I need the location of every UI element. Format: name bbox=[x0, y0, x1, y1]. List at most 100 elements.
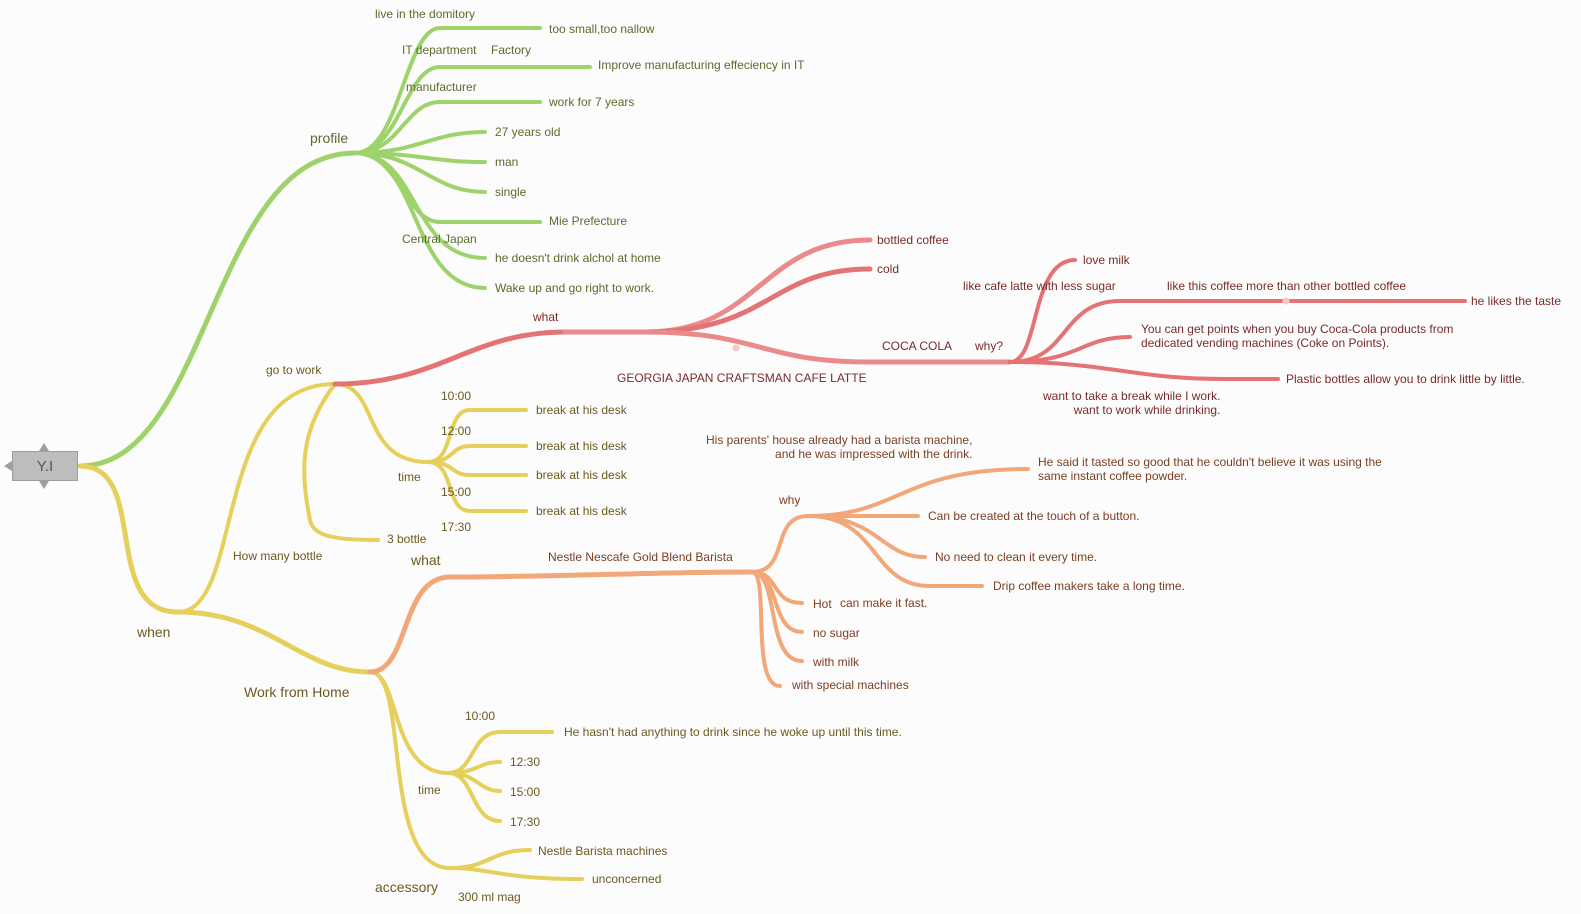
node-time-1730[interactable]: 17:30 bbox=[441, 520, 472, 534]
link-cold bbox=[562, 266, 873, 335]
orange-branch-links bbox=[367, 467, 1030, 688]
node-what-home[interactable]: what bbox=[411, 552, 441, 568]
node-why-work[interactable]: why? bbox=[975, 339, 1004, 353]
link-root-profile bbox=[77, 150, 358, 469]
node-too-small[interactable]: too small,too nallow bbox=[549, 22, 655, 36]
node-tasted[interactable]: He said it tasted so good that he couldn… bbox=[1038, 455, 1382, 483]
node-break-while[interactable]: want to take a break while I work. want … bbox=[1043, 389, 1221, 417]
node-parents[interactable]: His parents' house already had a barista… bbox=[706, 433, 973, 461]
node-break-4[interactable]: break at his desk bbox=[536, 504, 627, 518]
link-plastic bbox=[1008, 360, 1280, 381]
node-points[interactable]: You can get points when you buy Coca-Col… bbox=[1141, 322, 1454, 350]
node-no-clean[interactable]: No need to clean it every time. bbox=[935, 550, 1098, 564]
link-how-many bbox=[302, 382, 380, 542]
link-status bbox=[353, 151, 487, 194]
root-arrow-down bbox=[39, 481, 49, 489]
node-work-from-home[interactable]: Work from Home bbox=[244, 684, 350, 700]
node-central-japan[interactable]: Central Japan bbox=[402, 232, 477, 246]
node-like-latte[interactable]: like cafe latte with less sugar bbox=[963, 279, 1116, 293]
node-plastic[interactable]: Plastic bottles allow you to drink littl… bbox=[1286, 372, 1525, 386]
node-time-1200[interactable]: 12:00 bbox=[441, 424, 472, 438]
link-wake-up bbox=[353, 151, 487, 290]
node-manufacturer[interactable]: manufacturer bbox=[406, 80, 477, 94]
node-wfh-time[interactable]: time bbox=[418, 783, 441, 797]
node-when[interactable]: when bbox=[137, 624, 171, 640]
green-branch-links bbox=[77, 26, 592, 469]
link-like-latte bbox=[1008, 299, 1467, 364]
node-improve[interactable]: Improve manufacturing effeciency in IT bbox=[598, 58, 805, 72]
link-love-milk bbox=[1008, 258, 1077, 364]
node-how-many[interactable]: How many bottle bbox=[233, 549, 323, 563]
yellow-branch-links bbox=[77, 382, 584, 881]
node-likes-taste[interactable]: he likes the taste bbox=[1471, 294, 1562, 308]
link-no-clean bbox=[806, 514, 927, 559]
node-machines[interactable]: Nestle Barista machines bbox=[538, 844, 668, 858]
node-button[interactable]: Can be created at the touch of a button. bbox=[928, 509, 1140, 523]
node-wake-up[interactable]: Wake up and go right to work. bbox=[495, 281, 654, 295]
link-accessory bbox=[368, 670, 452, 870]
node-go-to-work[interactable]: go to work bbox=[266, 363, 322, 377]
node-break-3[interactable]: break at his desk bbox=[536, 468, 627, 482]
link-coca-cola bbox=[562, 329, 1013, 365]
node-break-1[interactable]: break at his desk bbox=[536, 403, 627, 417]
link-wfh-1230 bbox=[446, 760, 502, 775]
link-time-work bbox=[333, 382, 430, 464]
node-nothing[interactable]: He hasn't had anything to drink since he… bbox=[564, 725, 902, 739]
node-mag[interactable]: 300 ml mag bbox=[458, 890, 521, 904]
node-accessory[interactable]: accessory bbox=[375, 879, 439, 895]
node-love-milk[interactable]: love milk bbox=[1083, 253, 1130, 267]
node-special[interactable]: with special machines bbox=[792, 678, 909, 692]
node-nescafe[interactable]: Nestle Nescafe Gold Blend Barista bbox=[548, 550, 733, 564]
link-time-1730 bbox=[426, 460, 528, 513]
link-what-work bbox=[332, 329, 568, 387]
node-unconcerned[interactable]: unconcerned bbox=[592, 872, 662, 886]
node-like-coffee[interactable]: like this coffee more than other bottled… bbox=[1167, 279, 1407, 293]
node-georgia[interactable]: GEORGIA JAPAN CRAFTSMAN CAFE LATTE bbox=[617, 371, 867, 385]
node-gender[interactable]: man bbox=[495, 155, 519, 169]
root-arrow-up bbox=[39, 443, 49, 451]
node-fast[interactable]: can make it fast. bbox=[840, 596, 928, 610]
node-break-2[interactable]: break at his desk bbox=[536, 439, 627, 453]
junction-dot bbox=[1282, 297, 1290, 305]
root-arrow-left bbox=[4, 461, 12, 471]
link-machines bbox=[448, 848, 532, 870]
node-factory[interactable]: Factory bbox=[491, 43, 532, 57]
node-no-sugar[interactable]: no sugar bbox=[813, 626, 860, 640]
link-work-from-home bbox=[175, 609, 373, 675]
node-drip[interactable]: Drip coffee makers take a long time. bbox=[993, 579, 1185, 593]
node-alcohol[interactable]: he doesn't drink alchol at home bbox=[495, 251, 661, 265]
node-status[interactable]: single bbox=[495, 185, 527, 199]
node-coca-cola[interactable]: COCA COLA bbox=[882, 339, 953, 353]
node-wfh-1500[interactable]: 15:00 bbox=[510, 785, 541, 799]
node-time-1000[interactable]: 10:00 bbox=[441, 389, 472, 403]
node-wfh-1230[interactable]: 12:30 bbox=[510, 755, 541, 769]
node-it-department[interactable]: IT department bbox=[402, 43, 477, 57]
node-what-work[interactable]: what bbox=[533, 310, 559, 324]
node-work-years[interactable]: work for 7 years bbox=[549, 95, 635, 109]
link-unconcerned bbox=[448, 866, 584, 881]
node-bottles[interactable]: 3 bottle bbox=[387, 532, 427, 546]
root-node[interactable]: Y.I bbox=[12, 451, 78, 481]
link-what-home bbox=[367, 569, 755, 675]
node-wfh-1730[interactable]: 17:30 bbox=[510, 815, 541, 829]
node-dormitory[interactable]: live in the domitory bbox=[375, 7, 476, 21]
link-wfh-time bbox=[368, 670, 450, 775]
node-why-home[interactable]: why bbox=[779, 493, 801, 507]
node-time-work[interactable]: time bbox=[398, 470, 421, 484]
link-root-when bbox=[77, 463, 181, 615]
node-wfh-1000[interactable]: 10:00 bbox=[465, 709, 496, 723]
node-profile[interactable]: profile bbox=[310, 130, 349, 146]
node-bottled-coffee[interactable]: bottled coffee bbox=[877, 233, 949, 247]
node-mie[interactable]: Mie Prefecture bbox=[549, 214, 628, 228]
link-special bbox=[750, 570, 782, 688]
node-time-1500[interactable]: 15:00 bbox=[441, 485, 472, 499]
node-cold[interactable]: cold bbox=[877, 262, 900, 276]
node-with-milk[interactable]: with milk bbox=[813, 655, 860, 669]
node-age[interactable]: 27 years old bbox=[495, 125, 561, 139]
link-wfh-1730 bbox=[446, 771, 502, 823]
node-hot[interactable]: Hot bbox=[813, 597, 832, 611]
link-go-to-work bbox=[176, 382, 337, 614]
link-why-home bbox=[750, 514, 810, 574]
